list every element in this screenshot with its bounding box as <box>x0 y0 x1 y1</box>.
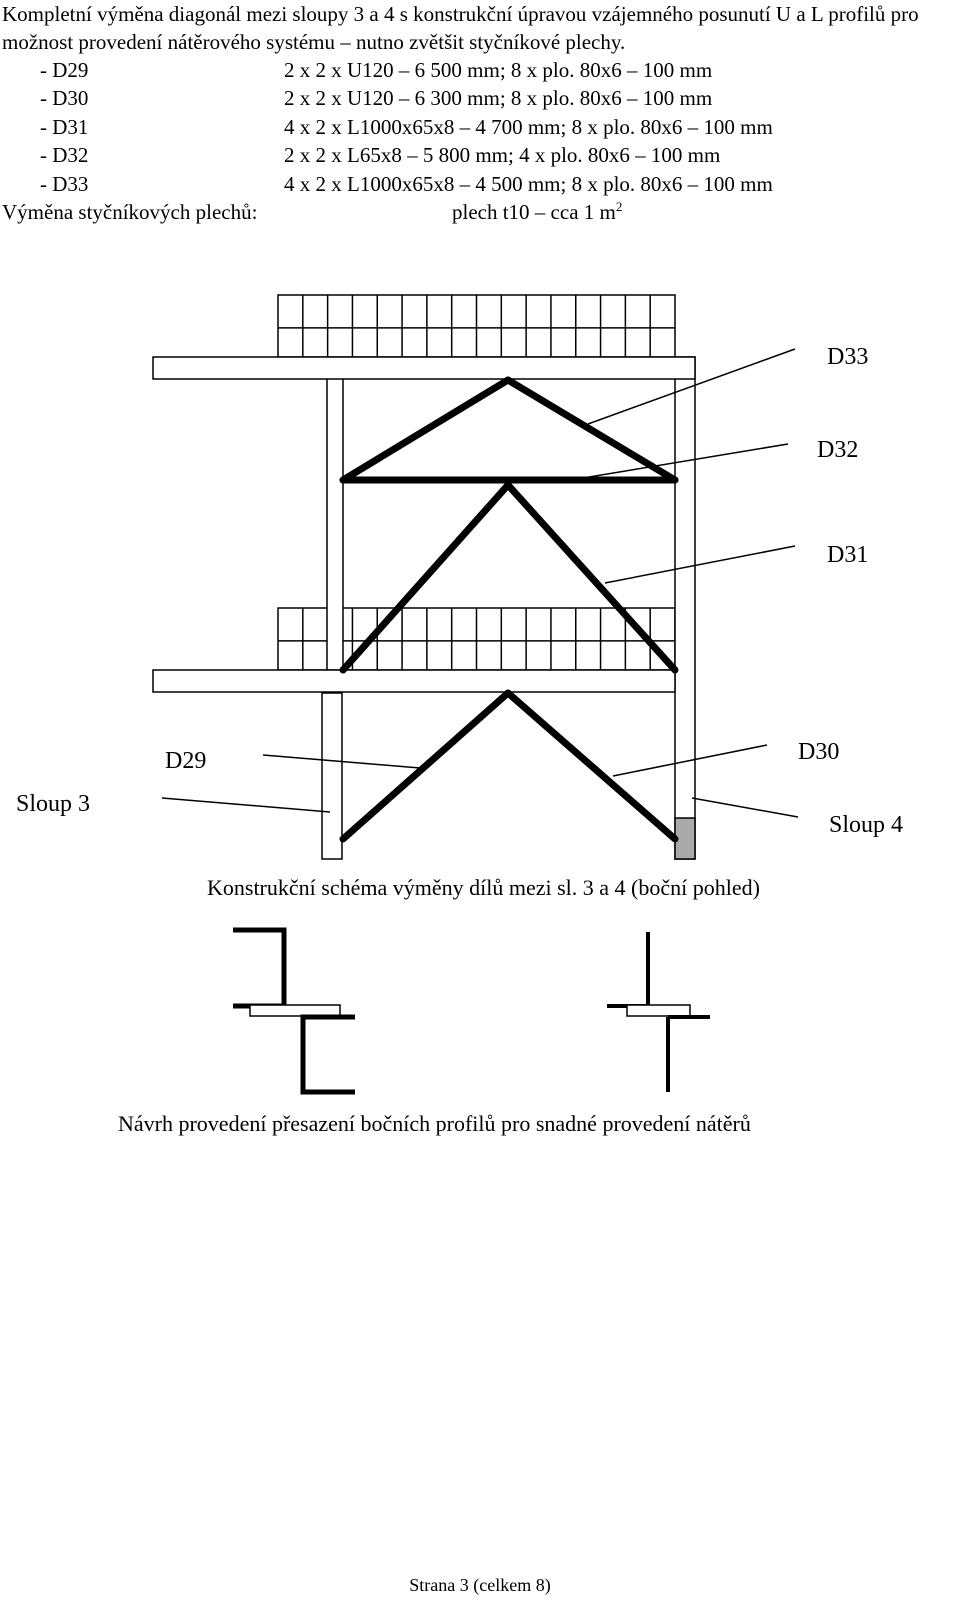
lower-floor-beam <box>152 669 676 693</box>
column-right <box>674 356 696 860</box>
diagonal-d31-left <box>339 481 512 674</box>
leader-d29 <box>262 754 421 769</box>
diagonal-d33-right <box>504 376 679 484</box>
column-lower-left <box>321 692 343 860</box>
profile-sketch-offset <box>233 927 355 1095</box>
spec-code: - D32 <box>40 143 89 167</box>
leader-sloup4 <box>691 797 799 818</box>
label-d30: D30 <box>798 739 839 765</box>
label-d33: D33 <box>827 344 868 370</box>
label-d32: D32 <box>817 437 858 463</box>
leader-d30 <box>612 744 768 777</box>
profile-caption: Návrh provedení přesazení bočních profil… <box>118 1111 751 1136</box>
page-footer: Strana 3 (celkem 8) <box>409 1575 551 1595</box>
label-d29: D29 <box>165 748 206 774</box>
intro-paragraph: Kompletní výměna diagonál mezi sloupy 3 … <box>2 2 919 54</box>
spec-code: - D30 <box>40 86 89 110</box>
upper-floor-beam <box>152 356 696 380</box>
spec-value: 2 x 2 x L65x8 – 5 800 mm; 4 x plo. 80x6 … <box>284 143 721 167</box>
spec-code: - D31 <box>40 115 89 139</box>
spec-value: 4 x 2 x L1000x65x8 – 4 500 mm; 8 x plo. … <box>284 172 773 196</box>
spec-code: - D33 <box>40 172 89 196</box>
plates-superscript: 2 <box>615 199 623 214</box>
plates-label: Výměna styčníkových plechů: <box>2 200 258 224</box>
label-sloup4: Sloup 4 <box>829 812 903 838</box>
profile-sketch-inline <box>607 932 710 1092</box>
plates-value: plech t10 – cca 1 m2 <box>452 199 623 224</box>
leader-d33 <box>587 348 796 425</box>
plates-row: Výměna styčníkových plechů: plech t10 – … <box>2 198 622 226</box>
spec-value: 4 x 2 x L1000x65x8 – 4 700 mm; 8 x plo. … <box>284 115 773 139</box>
leader-d32 <box>582 443 789 479</box>
leader-d31 <box>604 545 796 584</box>
label-d31: D31 <box>827 542 868 568</box>
column-upper-left <box>326 377 344 671</box>
diagonal-d31-right <box>504 481 679 674</box>
diagonal-d29 <box>339 689 512 843</box>
diagonal-d33-left <box>339 376 512 484</box>
label-sloup3: Sloup 3 <box>16 791 90 817</box>
lower-grating <box>277 607 676 671</box>
spec-value: 2 x 2 x U120 – 6 500 mm; 8 x plo. 80x6 –… <box>284 58 713 82</box>
diagram-caption: Konstrukční schéma výměny dílů mezi sl. … <box>207 875 760 900</box>
leader-sloup3 <box>161 797 331 813</box>
diagonal-d30 <box>504 689 679 843</box>
upper-grating <box>277 294 676 358</box>
spec-value: 2 x 2 x U120 – 6 300 mm; 8 x plo. 80x6 –… <box>284 86 713 110</box>
spec-code: - D29 <box>40 58 89 82</box>
